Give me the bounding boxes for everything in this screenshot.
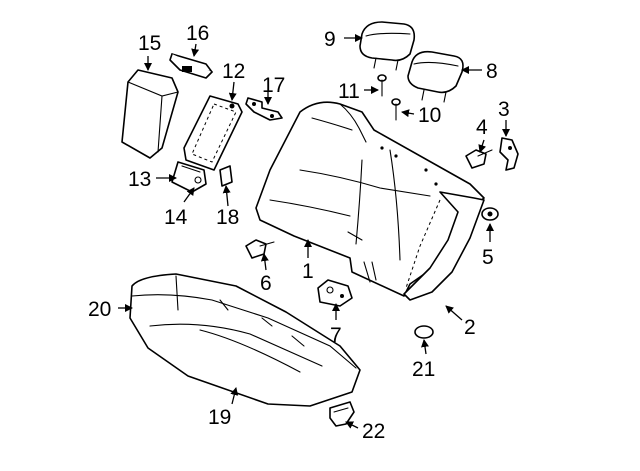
cap-21-part bbox=[414, 325, 434, 339]
armrest-frame-part bbox=[183, 95, 243, 171]
seat-back-trim-part bbox=[403, 191, 485, 301]
callout-17: 17 bbox=[262, 74, 285, 97]
clip-part bbox=[219, 165, 233, 187]
callout-3: 3 bbox=[498, 98, 510, 121]
armrest-bracket-part bbox=[169, 53, 213, 79]
callout-2: 2 bbox=[464, 316, 476, 339]
callout-6: 6 bbox=[260, 272, 272, 295]
callout-10: 10 bbox=[418, 104, 441, 127]
head-restraint-right-part bbox=[407, 50, 464, 103]
latch-plate-part bbox=[245, 97, 283, 121]
callout-14: 14 bbox=[164, 206, 188, 229]
bolt-6-part bbox=[245, 239, 275, 259]
head-restraint-left-part bbox=[359, 21, 416, 71]
callout-16: 16 bbox=[186, 22, 209, 45]
guide-11-part bbox=[377, 74, 387, 97]
seat-cushion-part bbox=[129, 273, 361, 407]
callout-20: 20 bbox=[88, 298, 111, 321]
bolt-4-part bbox=[465, 149, 493, 169]
callout-19: 19 bbox=[208, 406, 231, 429]
callout-4: 4 bbox=[476, 116, 488, 139]
armrest-cushion-part bbox=[121, 69, 179, 159]
callout-22: 22 bbox=[362, 420, 385, 443]
callout-13: 13 bbox=[128, 168, 151, 191]
callout-18: 18 bbox=[216, 206, 239, 229]
clip-22-part bbox=[329, 401, 355, 427]
callout-11: 11 bbox=[338, 80, 360, 103]
guide-10-part bbox=[391, 98, 401, 121]
callout-7: 7 bbox=[330, 324, 342, 347]
leader-lines bbox=[118, 34, 510, 429]
callout-15: 15 bbox=[138, 32, 161, 55]
armrest-hinge-part bbox=[171, 161, 207, 193]
callout-5: 5 bbox=[482, 246, 494, 269]
callout-1: 1 bbox=[302, 260, 314, 283]
callout-21: 21 bbox=[412, 358, 435, 381]
callout-9: 9 bbox=[324, 28, 336, 51]
callout-numbers: 1 2 3 4 5 6 7 8 9 10 11 12 13 14 15 16 1… bbox=[88, 22, 510, 443]
callout-8: 8 bbox=[486, 60, 498, 83]
callout-12: 12 bbox=[222, 60, 245, 83]
seat-back-part bbox=[255, 101, 485, 297]
cap-5-part bbox=[481, 207, 499, 221]
hook-bracket-part bbox=[499, 137, 519, 171]
lower-bracket-part bbox=[317, 279, 353, 307]
